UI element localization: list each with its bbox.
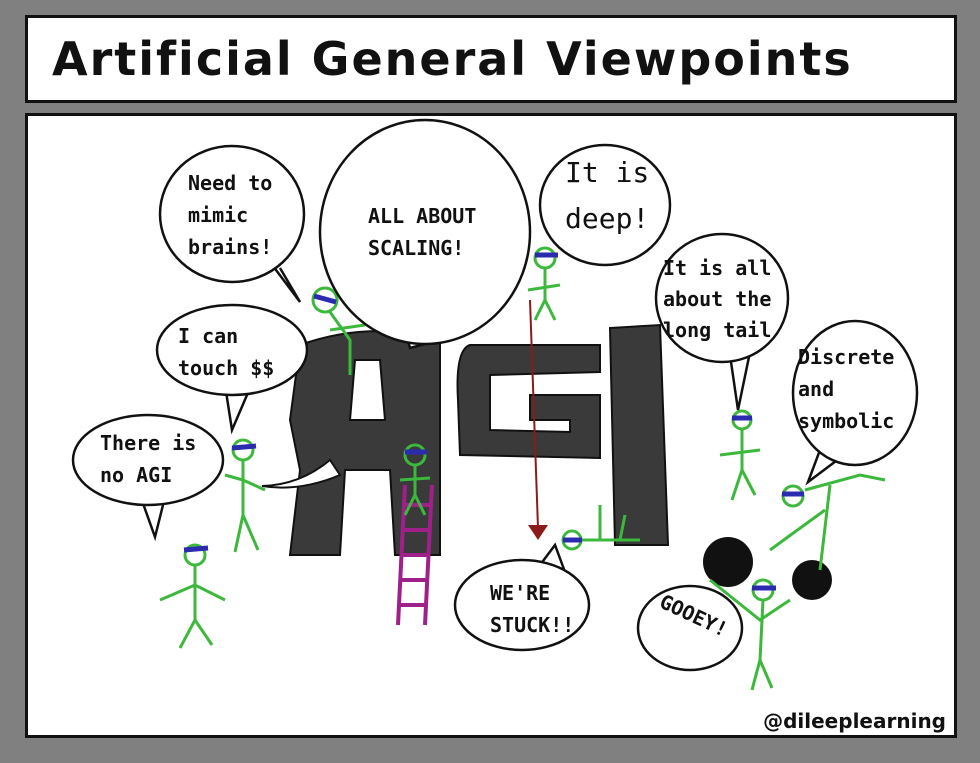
letter-i (608, 323, 670, 546)
bubble-text: long tail (663, 318, 771, 342)
figure-no-agi (159, 543, 226, 649)
bubble-text: Discrete (798, 345, 894, 369)
bubble-symbolic-body (791, 319, 919, 467)
bubble-texts: Need to mimic brains! ALL ABOUT SCALING!… (100, 156, 894, 642)
elephant-tusk (261, 458, 342, 489)
ladder (396, 484, 434, 626)
bubble-text: mimic (188, 203, 248, 227)
bubble-text: WE'RE (490, 581, 550, 605)
blindfolds (183, 252, 804, 591)
bubble-text: It is all (663, 256, 771, 280)
bubble-text: touch $$ (178, 356, 274, 380)
title-panel: Artificial General Viewpoints (25, 15, 957, 103)
bubble-scaling-body (318, 118, 532, 346)
gooey-blob (792, 560, 832, 600)
bubble-deep-body (538, 143, 672, 267)
figure-money (224, 438, 266, 553)
bubble-long-tail-tail (728, 351, 752, 411)
bubble-text: deep! (565, 202, 649, 235)
bubble-text: about the (663, 287, 771, 311)
letter-a-elephant (288, 330, 441, 556)
gooey-blob (703, 537, 753, 587)
author-credit: @dileeplearning (763, 709, 946, 733)
bubble-text: It is (565, 156, 649, 189)
bubble-stuck-body (453, 558, 591, 652)
bubble-long-tail-body (654, 232, 790, 364)
bubble-text: and (798, 377, 834, 401)
bubble-text: ALL ABOUT (368, 204, 476, 228)
depth-arrow (529, 299, 539, 529)
comic-title: Artificial General Viewpoints (52, 32, 853, 86)
letter-g (456, 344, 601, 460)
figure-long-tail (719, 409, 761, 501)
bubble-text: STUCK!! (490, 613, 574, 637)
bubble-text: I can (178, 324, 238, 348)
bubble-money-body (155, 303, 309, 397)
bubble-text: brains! (188, 235, 272, 259)
bubble-text: symbolic (798, 409, 894, 433)
figure-deep (527, 246, 561, 321)
bubble-text: Need to (188, 171, 272, 195)
figure-ladder (399, 443, 431, 516)
arrow-head (528, 525, 548, 540)
figure-symbolic (769, 473, 886, 571)
bubble-no-agi-body (71, 413, 225, 507)
bubble-text: SCALING! (368, 236, 464, 260)
bubble-text: There is (100, 431, 196, 455)
bubble-gooey-body (636, 584, 744, 672)
figure-mimic (311, 286, 366, 375)
bubble-mimic (269, 261, 302, 303)
bubble-mimic-body (158, 144, 306, 284)
bubble-money-tail (223, 384, 252, 435)
agi-elephant-letters (288, 323, 670, 556)
bubble-text: no AGI (100, 463, 172, 487)
